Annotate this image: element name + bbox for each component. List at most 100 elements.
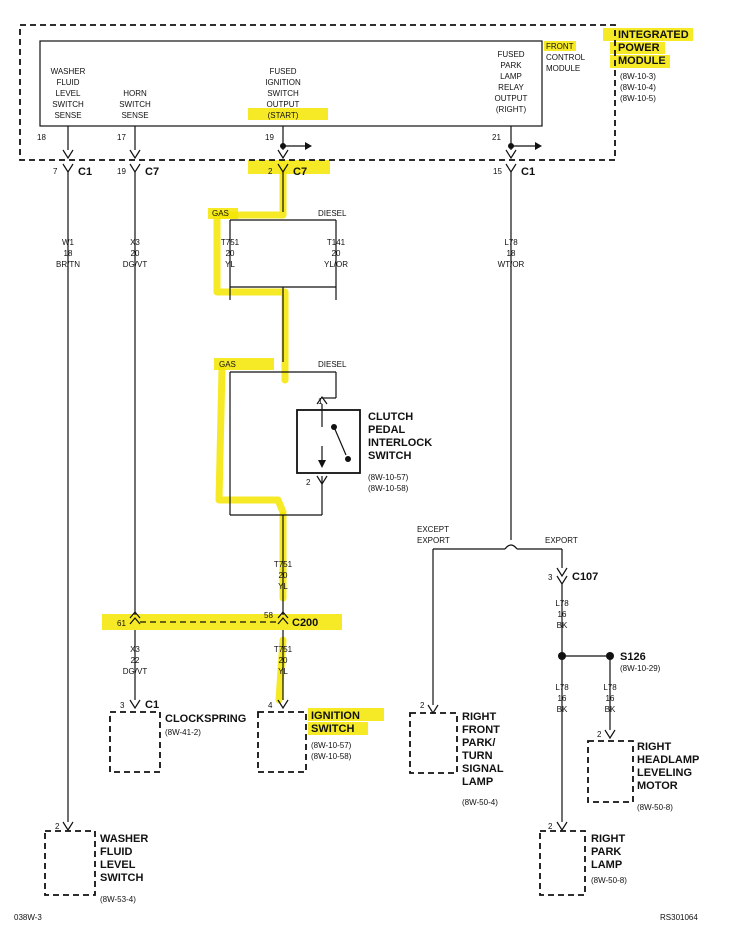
svg-text:YL/OR: YL/OR [324,260,348,269]
svg-text:L78: L78 [555,683,569,692]
svg-text:(8W-10-5): (8W-10-5) [620,94,656,103]
svg-text:(8W-10-29): (8W-10-29) [620,664,661,673]
svg-text:(8W-50-4): (8W-50-4) [462,798,498,807]
svg-text:X3: X3 [130,238,140,247]
svg-text:T751: T751 [274,560,293,569]
wire-labels: W1 18 BR/TN X3 20 DG/VT T751 20 YL T141 … [56,238,617,714]
svg-text:2: 2 [268,167,273,176]
svg-text:L78: L78 [603,683,617,692]
svg-text:1: 1 [318,397,323,406]
ipm-pins: 18 17 19 21 [37,126,542,174]
svg-text:18: 18 [507,249,516,258]
svg-text:(8W-10-57): (8W-10-57) [311,741,352,750]
svg-text:WASHER: WASHER [100,833,148,845]
svg-text:BK: BK [605,705,616,714]
svg-text:20: 20 [279,571,288,580]
svg-text:IGNITION: IGNITION [265,78,301,87]
svg-text:EXCEPT: EXCEPT [417,525,449,534]
svg-text:EXPORT: EXPORT [417,536,450,545]
svg-text:7: 7 [53,167,58,176]
svg-text:BK: BK [557,705,568,714]
svg-text:(8W-50-8): (8W-50-8) [637,803,673,812]
footer: 038W-3 RS301064 [14,913,698,922]
svg-text:(8W-10-58): (8W-10-58) [368,484,409,493]
svg-text:(8W-53-4): (8W-53-4) [100,895,136,904]
svg-text:RS301064: RS301064 [660,913,698,922]
svg-text:C1: C1 [521,166,535,178]
svg-text:SIGNAL: SIGNAL [462,763,504,775]
svg-text:19: 19 [117,167,126,176]
svg-text:DG/VT: DG/VT [123,667,148,676]
svg-text:L78: L78 [555,599,569,608]
svg-text:YL: YL [225,260,235,269]
svg-text:(8W-50-8): (8W-50-8) [591,876,627,885]
svg-text:DIESEL: DIESEL [318,360,347,369]
svg-text:PEDAL: PEDAL [368,424,406,436]
svg-text:OUTPUT: OUTPUT [495,94,528,103]
svg-text:RIGHT: RIGHT [462,711,497,723]
svg-text:20: 20 [279,656,288,665]
integrated-power-module: INTEGRATED POWER MODULE (8W-10-3) (8W-10… [19,24,689,161]
svg-text:PARK/: PARK/ [462,737,495,749]
svg-text:LEVEL: LEVEL [56,89,81,98]
svg-text:POWER: POWER [618,42,660,54]
svg-text:LAMP: LAMP [591,859,622,871]
svg-text:SWITCH: SWITCH [368,450,411,462]
svg-text:L78: L78 [504,238,518,247]
svg-text:PARK: PARK [591,846,621,858]
right-front-park-turn-lamp: 2 RIGHT FRONT PARK/ TURN SIGNAL LAMP (8W… [409,701,504,807]
svg-text:SWITCH: SWITCH [100,872,143,884]
svg-text:INTEGRATED: INTEGRATED [618,29,689,41]
svg-text:YL: YL [278,667,288,676]
svg-text:C200: C200 [292,617,318,629]
option-labels: GAS DIESEL GAS DIESEL EXCEPT EXPORT EXPO… [212,209,578,545]
svg-text:IGNITION: IGNITION [311,710,360,722]
svg-text:INTERLOCK: INTERLOCK [368,437,432,449]
svg-text:T751: T751 [274,645,293,654]
svg-text:16: 16 [558,610,567,619]
svg-text:20: 20 [131,249,140,258]
svg-text:T751: T751 [221,238,240,247]
svg-text:(8W-10-4): (8W-10-4) [620,83,656,92]
svg-text:SWITCH: SWITCH [267,89,299,98]
svg-text:MODULE: MODULE [618,55,666,67]
svg-text:(8W-10-58): (8W-10-58) [311,752,352,761]
ignition-switch: 4 IGNITION SWITCH (8W-10-57) (8W-10-58) [257,699,360,773]
svg-text:TURN: TURN [462,750,493,762]
right-park-lamp: 2 RIGHT PARK LAMP (8W-50-8) [539,821,627,896]
svg-text:(8W-10-3): (8W-10-3) [620,72,656,81]
svg-text:18: 18 [64,249,73,258]
svg-text:GAS: GAS [219,360,236,369]
svg-text:DG/VT: DG/VT [123,260,148,269]
svg-text:038W-3: 038W-3 [14,913,42,922]
s126-splice: S126 (8W-10-29) [620,651,661,673]
c107-connector: 3 C107 [548,567,598,586]
svg-text:RELAY: RELAY [498,83,524,92]
svg-text:SWITCH: SWITCH [52,100,84,109]
svg-text:YL: YL [278,582,288,591]
svg-text:SWITCH: SWITCH [119,100,151,109]
svg-text:FRONT: FRONT [546,42,574,51]
svg-text:OUTPUT: OUTPUT [267,100,300,109]
svg-text:4: 4 [268,701,273,710]
svg-text:16: 16 [606,694,615,703]
svg-text:CONTROL: CONTROL [546,53,586,62]
svg-text:MODULE: MODULE [546,64,580,73]
svg-text:C107: C107 [572,571,598,583]
svg-text:HEADLAMP: HEADLAMP [637,754,699,766]
svg-text:58: 58 [264,611,273,620]
svg-text:C1: C1 [78,166,92,178]
svg-text:(8W-10-57): (8W-10-57) [368,473,409,482]
output-labels: WASHER FLUID LEVEL SWITCH SENSE HORN SWI… [51,50,528,120]
svg-text:X3: X3 [130,645,140,654]
svg-text:C7: C7 [145,166,159,178]
svg-text:HORN: HORN [123,89,147,98]
svg-text:C7: C7 [293,166,307,178]
svg-text:2: 2 [548,822,553,831]
svg-text:W1: W1 [62,238,75,247]
svg-text:19: 19 [265,133,274,142]
svg-text:LEVEL: LEVEL [100,859,136,871]
svg-text:20: 20 [226,249,235,258]
svg-text:3: 3 [120,701,125,710]
